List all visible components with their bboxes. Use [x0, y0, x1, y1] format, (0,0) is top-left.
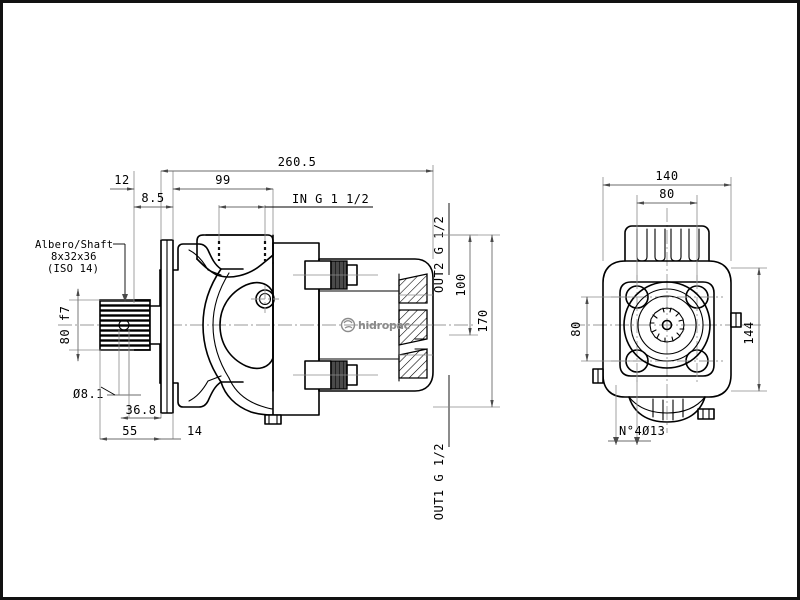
dim-overall-height-text: 170	[476, 309, 490, 332]
dim-port-center-height: 100	[449, 234, 478, 336]
dim-overall-length: 260.5	[160, 155, 434, 173]
fin-slot-3	[670, 228, 682, 262]
dim-bolt-spacing-vertical: 80	[569, 296, 637, 362]
inlet-port-label: IN G 1 1/2	[292, 192, 369, 206]
technical-drawing-canvas: hidropac 260.5 99	[35, 155, 767, 520]
front-body-outer	[602, 260, 732, 398]
dim-overall-height: 170	[433, 234, 500, 408]
pilot-circle-inner	[637, 295, 697, 355]
input-shaft-group	[99, 299, 162, 351]
dim-flange-width: 14	[161, 413, 202, 440]
outlet2-port-fitting	[293, 260, 378, 290]
shaft-pin-hole	[118, 319, 130, 331]
flange-hatch-bottom	[398, 348, 428, 379]
dim-shaft-length: 36.8	[120, 350, 162, 420]
outlet2-port-callout: OUT2 G 1/2	[432, 203, 450, 293]
bottom-drain-plug	[264, 414, 282, 425]
dim-shaft-overall-text: 55	[122, 424, 137, 438]
dim-shaft-shoulder-text: 12	[114, 173, 129, 187]
front-top-fin-block	[624, 225, 710, 262]
pump-body-outline	[159, 234, 320, 425]
pump-head-group	[318, 258, 434, 392]
dim-bolt-spacing-horizontal: 80	[636, 187, 698, 205]
logo-emblem-swirl	[343, 320, 353, 329]
front-spline-teeth	[649, 307, 685, 343]
side-view-dimensions-group: 260.5 99 12 8.5 IN G 1 1/2	[35, 155, 500, 520]
dim-shaft-shoulder: 12	[110, 173, 135, 191]
front-mounting-plate	[619, 281, 715, 377]
dim-flange-thickness-text: 8.5	[141, 191, 164, 205]
outlet1-port-fitting	[293, 360, 378, 390]
outlet1-port-label: OUT1 G 1/2	[432, 443, 446, 520]
shaft-note-line3: (ISO 14)	[47, 263, 99, 275]
dim-front-overall-width: 140	[602, 169, 732, 187]
pilot-circle-outer	[623, 281, 711, 369]
bolt-hole-callout-group: N°4Ø13	[608, 372, 665, 445]
dim-front-overall-width-text: 140	[655, 169, 678, 183]
flange-hatch-upper	[398, 273, 428, 304]
bolt-hole-callout-text: N°4Ø13	[619, 424, 665, 438]
shaft-note-group: Albero/Shaft 8x32x36 (ISO 14)	[35, 239, 128, 302]
shaft-spline-teeth	[99, 299, 151, 351]
outlet2-port-label: OUT2 G 1/2	[432, 216, 446, 293]
shaft-note-line2: 8x32x36	[51, 251, 97, 263]
dim-shaft-length-text: 36.8	[126, 403, 157, 417]
fin-slot-1	[636, 228, 648, 262]
dim-flange-thickness: 8.5	[133, 191, 174, 209]
shaft-collar	[149, 305, 162, 345]
brand-logo-group: hidropac	[340, 317, 410, 333]
dim-shaft-overall: 55	[99, 350, 162, 441]
fin-slot-2	[654, 228, 666, 262]
dim-bolt-spacing-vertical-text: 80	[569, 321, 583, 336]
dim-overall-length-text: 260.5	[278, 155, 317, 169]
dim-bolt-spacing-horizontal-text: 80	[659, 187, 674, 201]
front-spline-profile	[649, 307, 685, 343]
front-bottom-boss	[697, 408, 715, 420]
pilot-circle-mid	[630, 288, 704, 362]
logo-emblem-icon	[340, 317, 356, 333]
front-view-group	[571, 208, 763, 433]
dim-flange-to-body-text: 99	[215, 173, 230, 187]
dim-pin-hole-text: Ø8.1	[73, 387, 104, 401]
dim-front-overall-height: 144	[731, 267, 767, 392]
dim-port-center-height-text: 100	[454, 273, 468, 296]
brand-logo-text: hidropac	[358, 319, 410, 332]
outlet1-port-callout: OUT1 G 1/2	[432, 375, 450, 520]
dim-shaft-diameter: 80 f7	[58, 288, 134, 362]
dim-flange-to-body: 99	[172, 173, 274, 191]
dim-front-overall-height-text: 144	[742, 321, 756, 344]
outlet-flange-section	[398, 273, 433, 382]
inlet-port-callout: IN G 1 1/2	[218, 192, 373, 209]
front-shaft-center-bore	[661, 319, 673, 331]
side-view-group: hidropac	[58, 234, 473, 425]
front-view-dimensions-group: 140 80 80 144	[569, 169, 767, 445]
shaft-note-arrow	[122, 294, 128, 302]
dim-shaft-diameter-text: 80 f7	[58, 306, 72, 345]
shaft-note-line1: Albero/Shaft	[35, 239, 113, 251]
dim-flange-width-text: 14	[187, 424, 202, 438]
mounting-flange-plate	[160, 239, 174, 414]
fin-slot-4	[688, 228, 700, 262]
